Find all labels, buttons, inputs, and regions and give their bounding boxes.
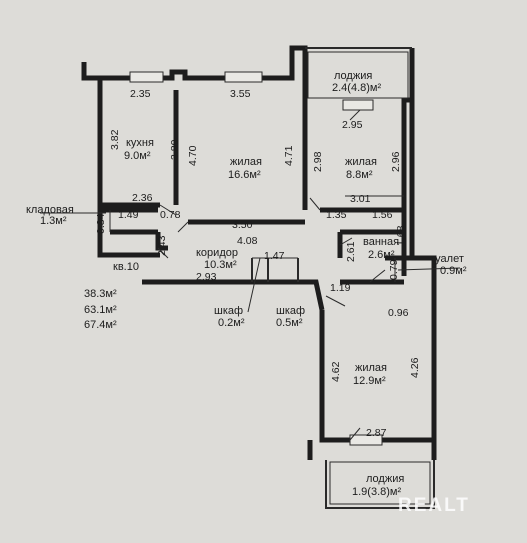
dim-1-47: 1.47 [264,250,285,262]
loggia-bottom-name: лоджия [366,473,404,485]
corridor-name: коридор [196,247,238,259]
pantry-area: 1.3м² [40,215,67,227]
dimension-lines [40,195,461,313]
bathroom-name: ванная [363,236,399,248]
bottom-loggia-outline [325,460,435,509]
doors [157,109,386,441]
dim-4-26: 4.26 [409,357,421,378]
dim-2-96: 2.96 [390,151,402,172]
room-labels: кухня 9.0м² жилая 16.6м² жилая 8.8м² жил… [26,70,467,498]
kitchen-name: кухня [126,137,154,149]
dim-4-08: 4.08 [237,235,258,247]
dim-4-70: 4.70 [187,145,199,166]
dim-2-93: 2.93 [196,271,217,283]
dim-3-01: 3.01 [350,193,371,205]
realt-watermark: REALT [398,495,470,516]
dimension-labels: 2.35 3.55 2.95 2.36 1.49 0.78 3.50 4.08 … [95,88,421,439]
kitchen-area: 9.0м² [124,150,151,162]
loggia-top-name: лоджия [334,70,372,82]
apartment-info: кв.10 38.3м² 63.1м² 67.4м² [84,261,139,331]
living-small-area: 8.8м² [346,169,373,181]
dim-2-98: 2.98 [312,151,324,172]
dim-0-78: 0.78 [160,209,181,221]
living-small-name: жилая [345,156,377,168]
dim-2-43: 2.43 [156,235,168,256]
bathroom-area: 2.6м² [368,249,395,261]
dim-1-35: 1.35 [326,209,347,221]
closet-2-area: 0.5м² [276,317,303,329]
dim-3-80: 3.80 [169,139,181,160]
apartment-area-full: 67.4м² [84,319,117,331]
dim-4-71: 4.71 [283,145,295,166]
dim-0-79: 0.79 [388,259,400,280]
dim-4-62: 4.62 [330,361,342,382]
closet-1-name: шкаф [214,305,243,317]
dim-2-36: 2.36 [132,192,153,204]
dim-2-61: 2.61 [345,241,357,262]
toilet-area: 0.9м² [440,265,467,277]
dim-1-68: 1.68 [395,225,407,246]
apartment-number: кв.10 [113,261,139,273]
corridor-area: 10.3м² [204,259,237,271]
top-loggia-outline [305,47,412,99]
closet-1-area: 0.2м² [218,317,245,329]
dim-2-95: 2.95 [342,119,363,131]
apartment-area-living: 38.3м² [84,288,117,300]
dim-1-19: 1.19 [330,282,351,294]
apartment-area-total: 63.1м² [84,304,117,316]
walls [81,45,437,460]
dim-2-35: 2.35 [130,88,151,100]
dim-0-84: 0.84 [95,213,107,234]
closet-2-name: шкаф [276,305,305,317]
living-south-name: жилая [355,362,387,374]
living-big-name: жилая [230,156,262,168]
windows [129,71,383,446]
toilet-name: туалет [430,253,464,265]
loggia-bottom-area: 1.9(3.8)м² [352,486,401,498]
dim-3-50: 3.50 [232,219,253,231]
living-south-area: 12.9м² [353,375,386,387]
living-big-area: 16.6м² [228,169,261,181]
dim-3-82: 3.82 [109,129,121,150]
dim-0-96: 0.96 [388,307,409,319]
loggia-top-area: 2.4(4.8)м² [332,82,381,94]
pantry-name: кладовая [26,204,74,216]
dim-1-56: 1.56 [372,209,393,221]
dim-3-55: 3.55 [230,88,251,100]
dim-1-49: 1.49 [118,209,139,221]
dim-2-87: 2.87 [366,427,387,439]
